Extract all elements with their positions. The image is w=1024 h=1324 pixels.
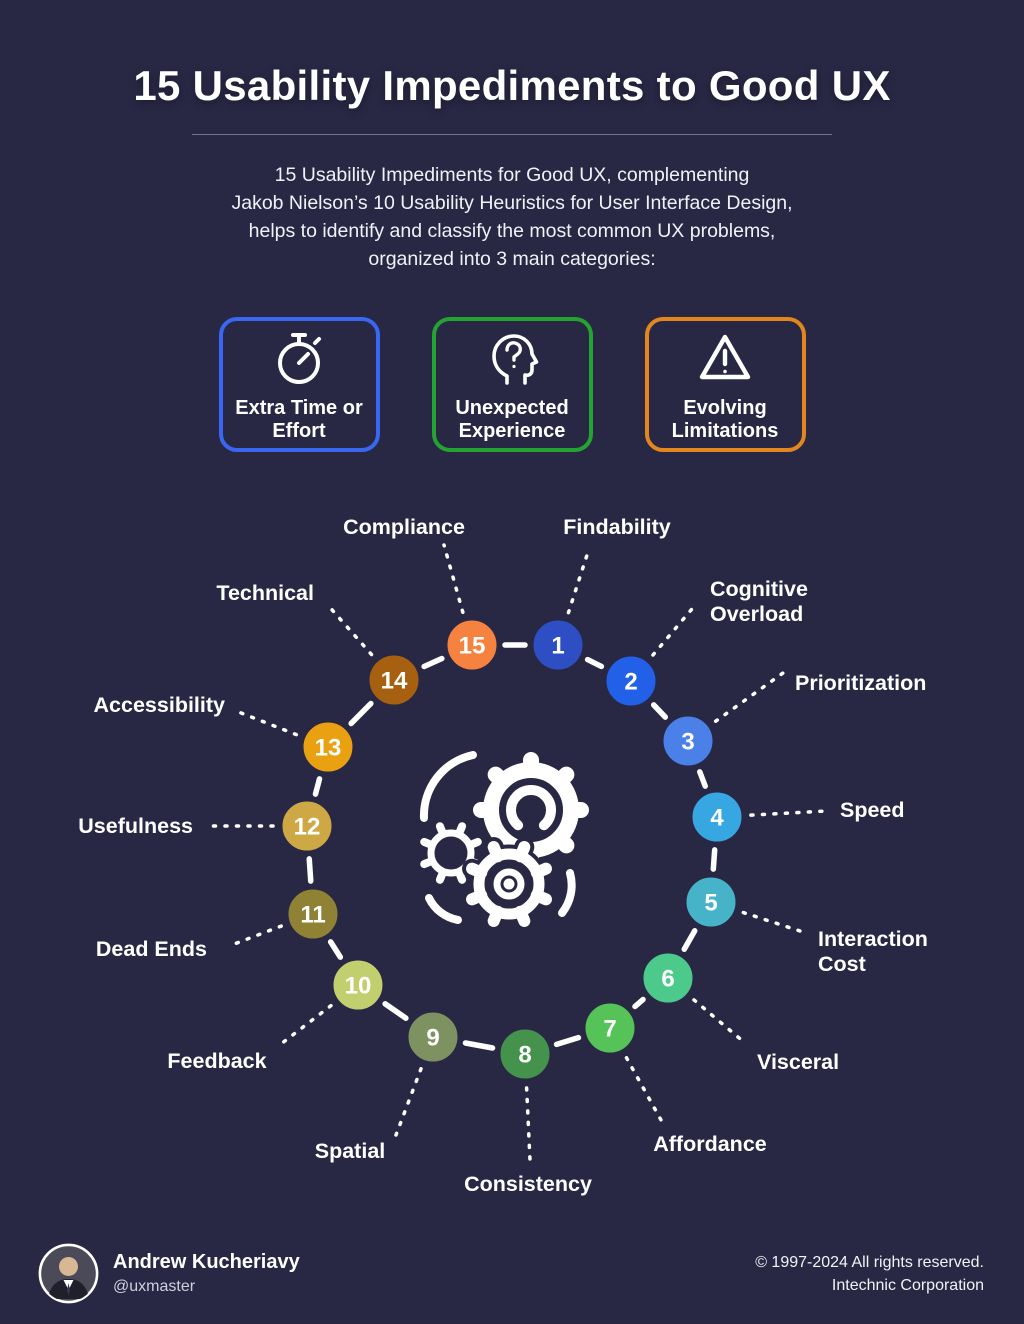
leader-line: [394, 1067, 423, 1137]
node-number: 14: [381, 668, 408, 695]
page-title: 15 Usability Impediments to Good UX: [133, 62, 891, 109]
ring-connector: [632, 996, 646, 1010]
node-label: Spatial: [315, 1139, 386, 1163]
category-card-extra-time-or-effort: Extra Time or Effort: [218, 317, 380, 452]
category-card-unexpected-experience: Unexpected Experience: [431, 317, 593, 452]
node-number: 8: [518, 1042, 531, 1069]
node-label: Compliance: [343, 515, 465, 539]
leader-line: [741, 910, 802, 933]
warning-triangle-icon: [699, 334, 751, 380]
intro-text: 15 Usability Impediments for Good UX, co…: [231, 164, 793, 270]
node-number: 4: [710, 805, 724, 832]
node-circle-14: [366, 652, 422, 708]
leader-line: [692, 998, 747, 1045]
ring-connector: [697, 769, 708, 789]
leader-line: [624, 1055, 663, 1122]
ring-connector: [710, 847, 718, 872]
node-label: Affordance: [653, 1132, 767, 1156]
leader-line: [442, 543, 465, 615]
categories-row: Extra Time or Effort Unexpected Experien…: [0, 317, 1024, 452]
copyright-text: © 1997-2024 All rights reserved.: [755, 1253, 984, 1271]
node-label: Dead Ends: [96, 937, 207, 961]
ring-connector: [650, 702, 669, 720]
gears-icon: [416, 751, 589, 931]
ring-connector: [382, 1001, 409, 1021]
leader-line: [234, 709, 299, 737]
ring-connector: [553, 1034, 582, 1048]
node-number: 6: [661, 966, 674, 993]
ring-connector: [462, 1040, 496, 1051]
node-label: Speed: [840, 798, 905, 822]
ring-connector: [306, 856, 314, 884]
category-label: Evolving Limitations: [671, 397, 779, 442]
node-circle-15: [444, 617, 500, 673]
node-circle-8: [497, 1026, 553, 1082]
node-label: Feedback: [167, 1049, 266, 1073]
node-circle-5: [683, 874, 739, 930]
node-number: 10: [345, 973, 372, 1000]
node-circle-1: [530, 617, 586, 673]
node-circle-12: [279, 798, 335, 854]
leader-line: [227, 924, 283, 948]
author-handle: @uxmaster: [113, 1278, 196, 1295]
impediments-ring: 123456789101112131415FindabilityCognitiv…: [78, 515, 928, 1196]
node-number: 5: [704, 890, 717, 917]
node-circle-4: [689, 789, 745, 845]
leader-line: [275, 1003, 333, 1049]
copyright-block: © 1997-2024 All rights reserved. Intechn…: [755, 1251, 984, 1297]
category-card-evolving-limitations: Evolving Limitations: [644, 317, 806, 452]
ring-connector: [312, 776, 323, 797]
node-number: 7: [603, 1016, 616, 1043]
node-label: Findability: [563, 515, 671, 539]
leader-line: [524, 1086, 532, 1162]
ring-connector: [681, 927, 698, 953]
node-number: 13: [315, 735, 342, 762]
ring-connector: [584, 656, 605, 670]
node-circle-9: [405, 1009, 461, 1065]
node-circle-13: [300, 719, 356, 775]
author-name: Andrew Kucheriavy: [113, 1251, 300, 1273]
node-number: 2: [624, 669, 637, 696]
node-number: 12: [294, 814, 321, 841]
node-circle-11: [285, 886, 341, 942]
leader-line: [651, 601, 699, 657]
node-label: Accessibility: [94, 693, 225, 717]
node-label: Technical: [216, 581, 314, 605]
leader-line: [566, 550, 590, 615]
leader-line: [713, 671, 785, 723]
leader-line: [749, 809, 828, 817]
category-label: Extra Time or Effort: [235, 397, 363, 442]
node-circle-3: [660, 713, 716, 769]
stopwatch-icon: [278, 333, 321, 384]
category-label: Unexpected Experience: [455, 397, 569, 442]
node-circle-10: [330, 957, 386, 1013]
node-label: Visceral: [757, 1050, 839, 1074]
node-number: 1: [551, 633, 564, 660]
node-label: Usefulness: [78, 814, 193, 838]
leader-line: [324, 601, 374, 657]
company-name: Intechnic Corporation: [831, 1276, 984, 1294]
author-avatar: [38, 1243, 99, 1304]
node-number: 9: [426, 1025, 439, 1052]
node-number: 11: [300, 902, 325, 929]
node-number: 15: [459, 633, 486, 660]
footer: Andrew Kucheriavy @uxmaster © 1997-2024 …: [38, 1243, 984, 1304]
node-circle-7: [582, 1000, 638, 1056]
node-circle-2: [603, 653, 659, 709]
node-number: 3: [681, 729, 694, 756]
node-label: Prioritization: [795, 671, 926, 695]
ring-connector: [348, 700, 374, 727]
ring-connector: [421, 655, 445, 670]
node-circle-6: [640, 950, 696, 1006]
title-divider: [192, 134, 832, 135]
node-label: Consistency: [464, 1172, 592, 1196]
author-block: Andrew Kucheriavy @uxmaster: [113, 1251, 300, 1296]
head-question-icon: [492, 334, 539, 385]
ring-connector: [327, 939, 344, 960]
